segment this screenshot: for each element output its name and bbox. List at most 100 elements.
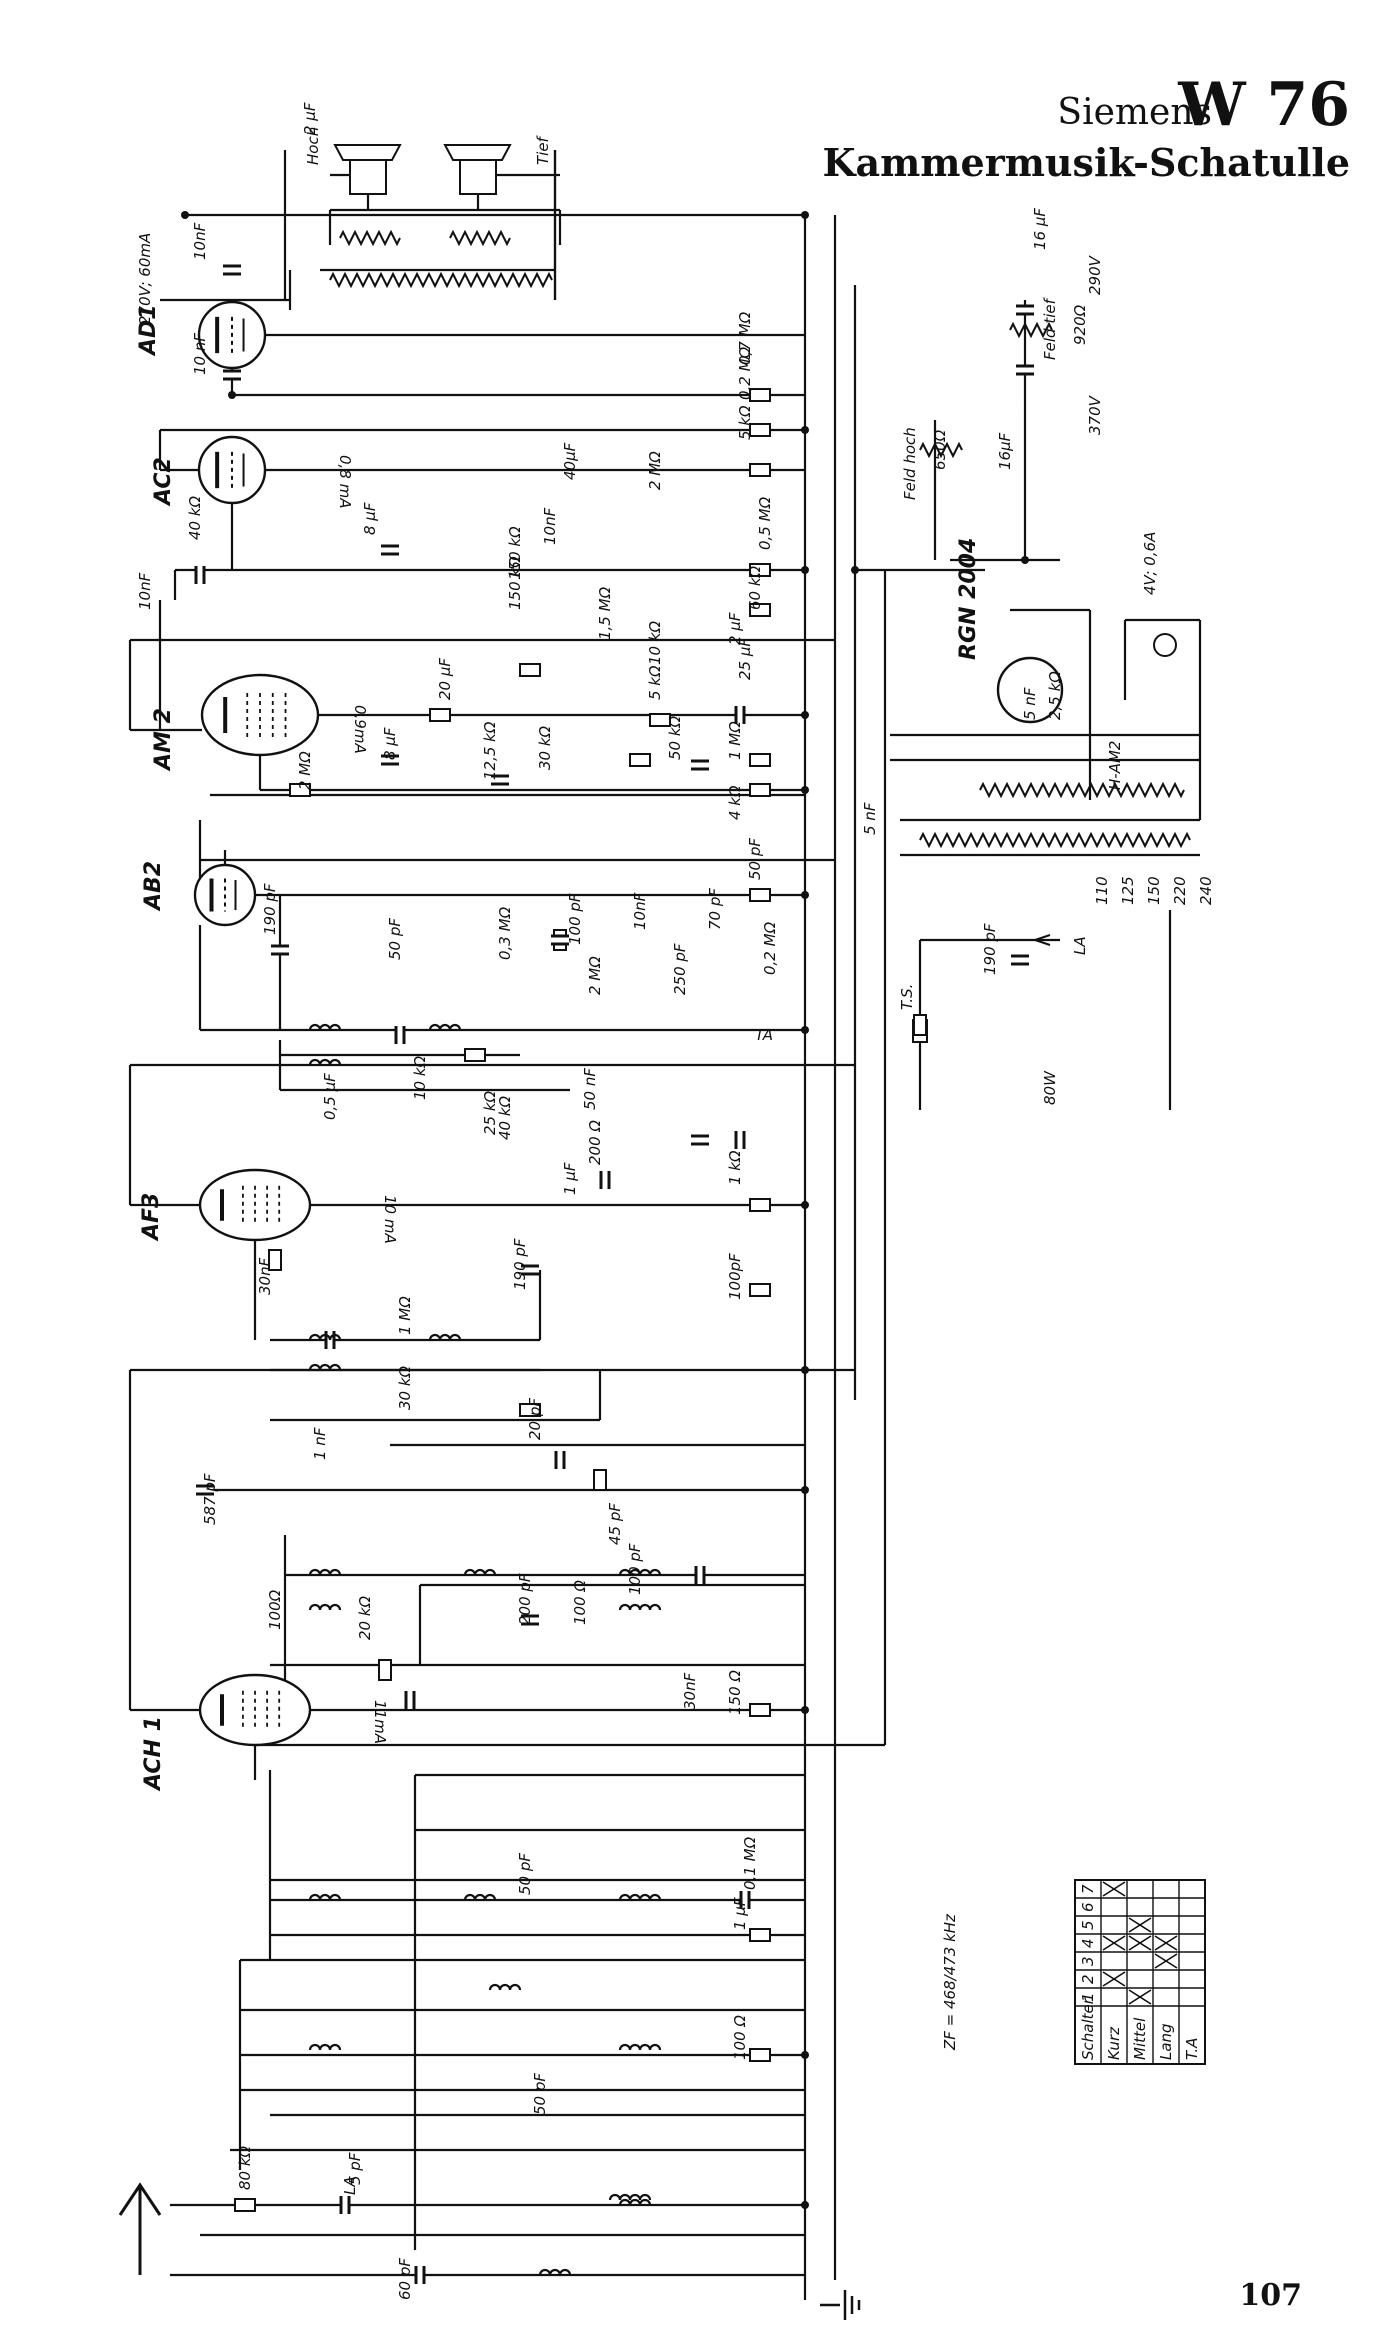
capacitor-gap [406,1691,414,1709]
speaker-low [459,159,497,195]
component-value: 10nF [631,892,649,930]
winding [979,781,1185,799]
capacitor-gap [691,761,709,769]
resistor [749,563,771,577]
junction-dot [801,2201,809,2209]
junction-dot [801,426,809,434]
table-mark [1154,1953,1178,1969]
speaker-high [349,159,387,195]
capacitor-gap [741,1891,749,1909]
table-mark [1102,1935,1126,1951]
component-value: 50 pF [531,2073,549,2115]
table-header-cell: 1 [1079,1992,1097,2002]
component-value: 250 pF [671,943,689,995]
ground-icon [820,2290,861,2320]
resistor [749,1198,771,1212]
winding [1009,321,1053,339]
component-value: 200 pF [516,1573,534,1625]
resistor [378,1659,392,1681]
resistor [629,753,651,767]
resistor [429,708,451,722]
tube-label: ACH 1 [141,1716,166,1792]
component-value: 0,2 MΩ [761,921,779,975]
component-value: 50 kΩ [666,715,684,760]
component-value: 30nF [681,1672,699,1710]
aerial-icon [118,2182,162,2275]
component-value: 10 nF [191,333,209,375]
capacitor-gap [223,371,241,379]
capacitor-gap [396,1026,404,1044]
capacitor-gap [551,936,569,944]
printed-label: 11mA [371,1700,389,1744]
tube-am2 [200,673,320,757]
table-mark [1128,1935,1152,1951]
coil [308,1333,342,1341]
component-value: 4 kΩ [726,785,744,820]
coil [618,2043,662,2051]
component-value: 50 nF [581,1068,599,1110]
coil [308,1893,342,1901]
resistor [749,388,771,402]
coil [618,2198,652,2206]
table-row-label: T.A [1183,2038,1201,2060]
mains-tap-label: 150 [1145,876,1163,905]
component-value: 10nF [191,222,209,260]
printed-label: 10 mA [381,1195,399,1244]
coil [428,1023,462,1031]
component-value: 8 μF [381,727,399,760]
coil [308,1363,342,1371]
resistor [234,2198,256,2212]
table-row-label: Lang [1157,2023,1175,2060]
printed-label: Tief [534,134,552,165]
printed-label: 80W [1041,1070,1059,1105]
table-mark [1154,1935,1178,1951]
resistor [268,1249,282,1271]
printed-label: LA [1071,936,1089,955]
table-mark [1128,1917,1152,1933]
tube-rgn2004 [996,656,1064,724]
component-value: 20 kΩ [356,1595,374,1640]
printed-label: 4V; 0,6A [1141,532,1159,595]
component-value: 1 nF [311,1427,329,1460]
component-value: 30nF [256,1257,274,1295]
table-header-cell: 4 [1079,1938,1097,1948]
component-value: 0,3 MΩ [496,906,514,960]
component-value: 40 kΩ [186,495,204,540]
printed-label: 0,8 mA [336,455,354,509]
component-value: 190 pF [261,883,279,935]
resistor [749,783,771,797]
table-mark [1102,1881,1126,1897]
winding [919,831,1191,849]
printed-label: Feld tief [1041,296,1059,360]
component-value: 2 MΩ [296,751,314,790]
component-value: 5 nF [1021,687,1039,720]
component-value: 0,2 MΩ [736,346,754,400]
component-value: 60 pF [396,2258,414,2300]
capacitor-gap [691,1136,709,1144]
component-value: 20 μF [436,658,454,700]
component-value: 5 kΩ [646,665,664,700]
component-value: 5 pF [346,2152,364,2185]
component-value: 40μF [561,442,579,480]
component-value: 1 MΩ [396,1296,414,1335]
component-value: 5 nF [861,802,879,835]
component-value: 100 pF [566,893,584,945]
component-value: 1,5 MΩ [596,586,614,640]
component-value: 190 pF [511,1238,529,1290]
junction-dot [801,1486,809,1494]
capacitor-gap [196,566,204,584]
wires [128,150,1202,2300]
junction-dot [801,1026,809,1034]
junction-dot [801,786,809,794]
component-value: 50 pF [516,1853,534,1895]
coil [618,1568,662,1576]
capacitor-gap [521,1266,539,1274]
component-value: 1 kΩ [726,1150,744,1185]
mains-tap-label: 125 [1119,876,1137,905]
capacitor-gap [1011,956,1029,964]
table-row-label: Mittel [1131,2017,1149,2060]
coil [308,1603,342,1611]
component-value: 40 kΩ [496,1095,514,1140]
tube-label: AB2 [141,861,166,912]
